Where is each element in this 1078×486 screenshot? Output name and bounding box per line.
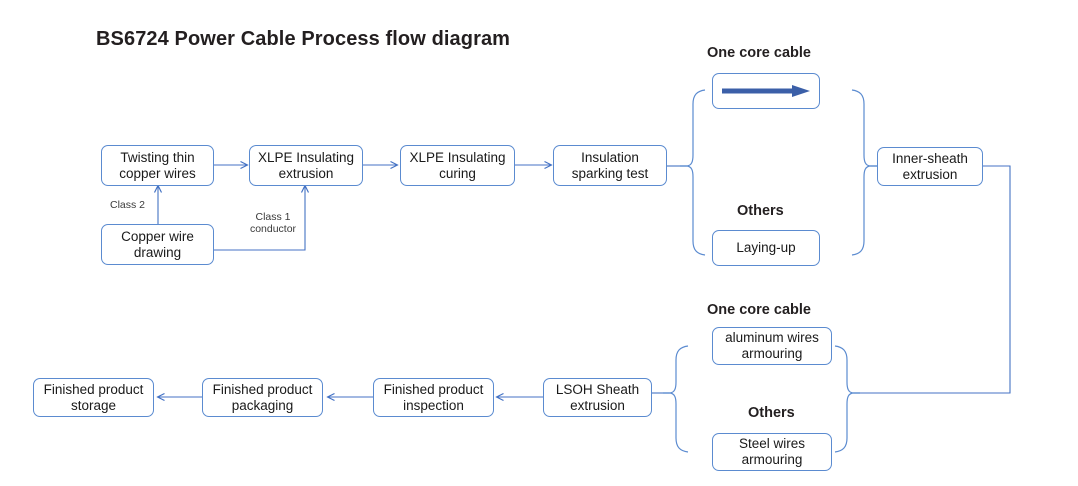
node-inner-sheath-extrusion[interactable]: Inner-sheath extrusion [877,147,983,186]
group-label-upper-one-core-cable: One core cable [707,45,811,61]
node-line-2: armouring [741,346,803,361]
node-one-core-cable-passthrough[interactable] [712,73,820,109]
node-copper-wire-drawing[interactable]: Copper wire drawing [101,224,214,265]
group-label-lower-others: Others [748,405,795,421]
node-line-1: Finished product [383,381,484,397]
node-line-2: drawing [133,244,182,260]
node-twisting-thin-copper-wires[interactable]: Twisting thin copper wires [101,145,214,186]
edge-label-class-1-conductor: Class 1 conductor [238,211,308,235]
node-line-1: Inner-sheath [892,150,968,166]
node-line-1: Finished product [43,381,144,397]
node-line-1: LSOH Sheath [555,381,640,397]
edge-label-line-1: Class 1 [255,211,291,223]
node-xlpe-insulating-extrusion[interactable]: XLPE Insulating extrusion [249,145,363,186]
node-line-2: armouring [741,452,803,467]
node-insulation-sparking-test[interactable]: Insulation sparking test [553,145,667,186]
node-line-2: sparking test [571,165,649,181]
node-xlpe-insulating-curing[interactable]: XLPE Insulating curing [400,145,515,186]
node-line-1: Insulation [581,149,639,165]
edge-label-class-2: Class 2 [110,199,146,211]
node-line-1: Copper wire [121,228,194,244]
node-line-1: XLPE Insulating [257,149,355,165]
node-line-2: storage [70,397,117,413]
node-lsoh-sheath-extrusion[interactable]: LSOH Sheath extrusion [543,378,652,417]
node-line-2: inspection [403,397,464,413]
node-line-1: Twisting thin [120,149,195,165]
edge-label-line-2: conductor [249,223,297,235]
page-title: BS6724 Power Cable Process flow diagram [96,28,511,50]
node-line-2: packaging [231,397,294,413]
node-steel-wires-armouring[interactable]: Steel wires armouring [712,433,832,471]
upper-right-brace [851,89,877,256]
lower-left-brace [663,345,689,453]
node-line-2: curing [439,165,476,181]
upper-left-brace [680,89,706,256]
node-finished-product-storage[interactable]: Finished product storage [33,378,154,417]
node-aluminum-wires-armouring[interactable]: aluminum wires armouring [712,327,832,365]
node-line-1: Laying-up [736,240,796,255]
group-label-upper-others: Others [737,203,784,219]
right-arrow-icon [722,85,810,97]
group-label-lower-one-core-cable: One core cable [707,302,811,318]
node-line-2: copper wires [119,165,196,181]
node-line-2: extrusion [902,166,958,182]
node-line-1: Finished product [212,381,313,397]
node-line-2: extrusion [278,165,334,181]
node-laying-up[interactable]: Laying-up [712,230,820,266]
node-line-2: extrusion [570,397,625,413]
node-finished-product-inspection[interactable]: Finished product inspection [373,378,494,417]
lower-right-brace [834,345,860,453]
node-line-1: aluminum wires [725,330,819,345]
node-finished-product-packaging[interactable]: Finished product packaging [202,378,323,417]
node-line-1: Steel wires [738,436,806,451]
edge-inner-sheath-to-armouring [860,165,1011,394]
node-line-1: XLPE Insulating [409,149,506,165]
